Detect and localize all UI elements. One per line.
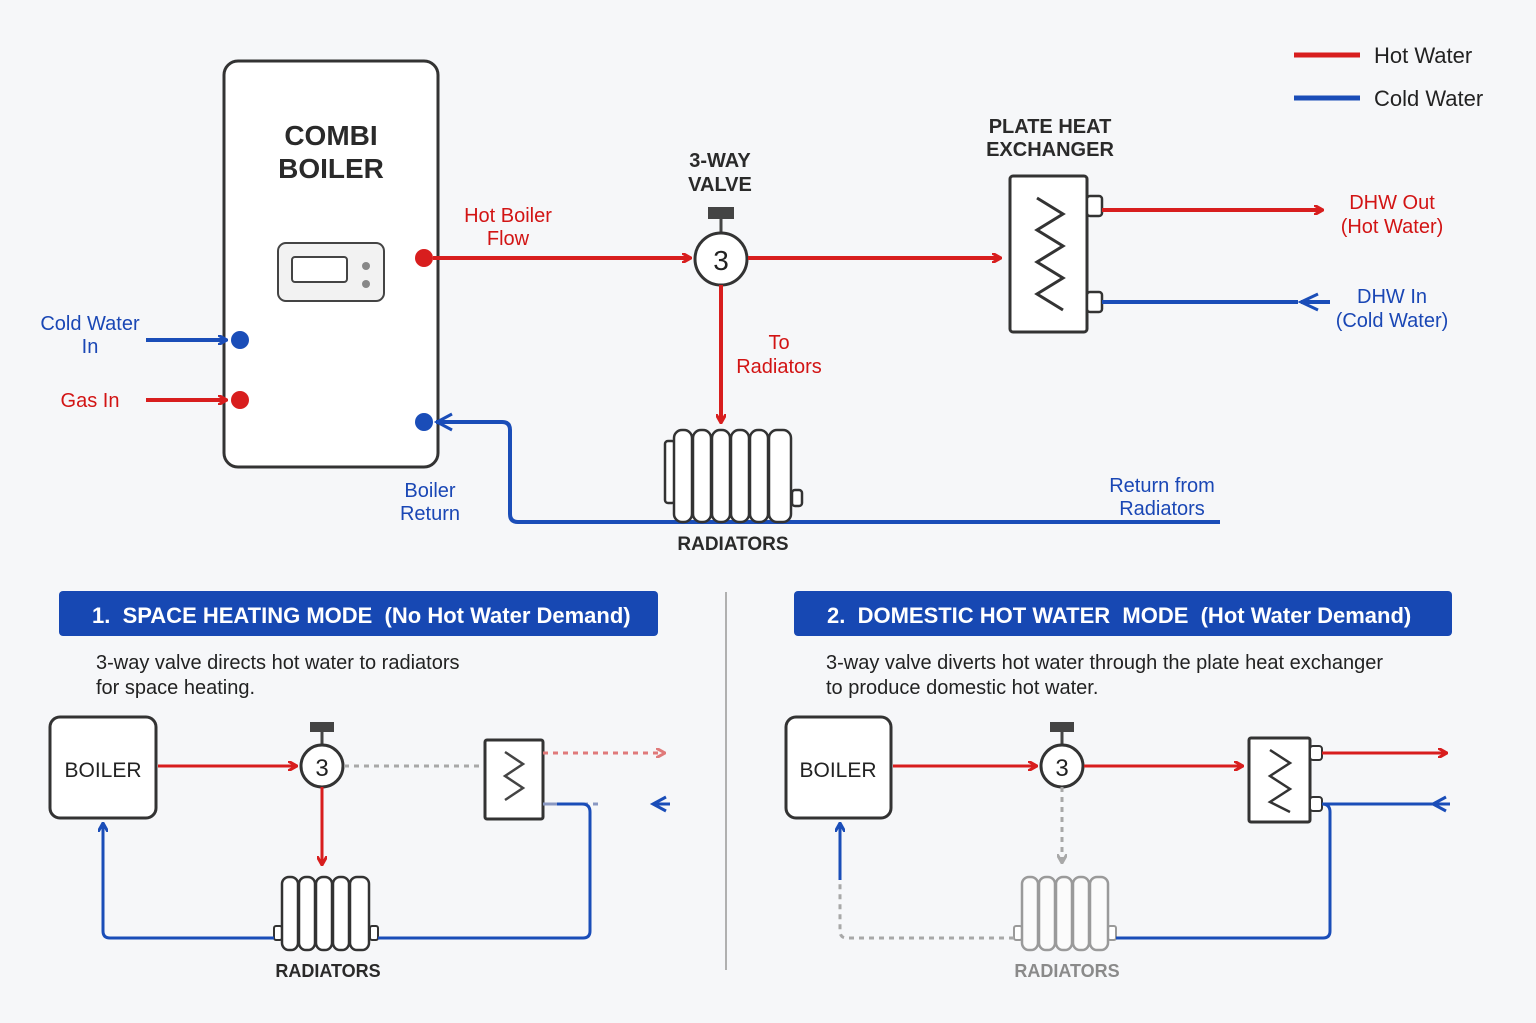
return-from-radiators-label-2: Radiators [1119, 498, 1205, 520]
boiler-return-pipe [436, 420, 1220, 524]
to-radiators-label-2: Radiators [736, 356, 822, 378]
valve-title-2: VALVE [688, 174, 752, 196]
boiler-return-label-1: Boiler [404, 480, 455, 502]
legend: Hot Water Cold Water [1294, 43, 1483, 111]
mode2-return-dashed [838, 880, 1014, 940]
control-knob-icon [362, 262, 370, 270]
mode1-header-bar [59, 591, 658, 636]
gas-in-port [231, 391, 249, 409]
mode1-radiator-icon [273, 875, 379, 952]
cold-water-in-port [231, 331, 249, 349]
mode1-desc-1: 3-way valve directs hot water to radiato… [96, 652, 460, 674]
mode1-panel: 1. SPACE HEATING MODE (No Hot Water Dema… [48, 591, 670, 981]
boiler-return-arrow-icon [433, 412, 453, 432]
mode2-panel: 2. DOMESTIC HOT WATER MODE (Hot Water De… [784, 591, 1452, 981]
mode2-phe-return-pipe [1116, 802, 1332, 940]
phe-title-1: PLATE HEAT [989, 116, 1112, 138]
gas-in-label: Gas In [61, 390, 120, 412]
cold-water-in-label-2: In [82, 336, 99, 358]
three-way-valve: 3-WAY VALVE 3 [688, 150, 752, 287]
phe-title-2: EXCHANGER [986, 139, 1114, 161]
mode2-boiler-label: BOILER [799, 759, 876, 782]
mode2-desc-1: 3-way valve diverts hot water through th… [826, 652, 1383, 674]
cold-water-in-label-1: Cold Water [40, 313, 140, 335]
mode2-dhw-in-arrow-icon [1429, 795, 1447, 813]
mode2-valve-actuator-icon [1050, 722, 1074, 732]
valve-title-1: 3-WAY [689, 150, 751, 172]
control-knob-icon [362, 280, 370, 288]
dhw-out-label-2: (Hot Water) [1341, 216, 1444, 238]
mode2-header-bar [794, 591, 1452, 636]
main-radiator-icon [663, 428, 804, 524]
legend-hot-label: Hot Water [1374, 43, 1472, 68]
combi-boiler: COMBI BOILER [222, 59, 440, 469]
mode2-boiler-box [784, 715, 893, 820]
combi-boiler-title-2: BOILER [278, 153, 384, 184]
mode1-return-pipe [103, 824, 274, 940]
plate-heat-exchanger: PLATE HEAT EXCHANGER [986, 116, 1114, 334]
mode2-radiators-label: RADIATORS [1014, 961, 1119, 981]
dhw-out-label-1: DHW Out [1349, 192, 1435, 214]
mode1-desc-2: for space heating. [96, 677, 255, 699]
mode2-phe-box [1247, 736, 1312, 824]
mode2-radiator-icon [1013, 875, 1117, 952]
mode1-radiator-return-pipe [378, 802, 592, 940]
mode1-boiler-label: BOILER [64, 759, 141, 782]
mode1-phe-coil-icon [502, 750, 526, 802]
mode2-valve-number: 3 [1055, 755, 1068, 782]
valve-actuator-icon [708, 207, 734, 219]
mode1-header: 1. SPACE HEATING MODE (No Hot Water Dema… [92, 603, 631, 628]
hot-boiler-flow-label-2: Flow [487, 228, 530, 250]
valve-number: 3 [713, 245, 729, 276]
boiler-return-label-2: Return [400, 503, 460, 525]
mode1-valve-number: 3 [315, 755, 328, 782]
mode1-radiators-label: RADIATORS [275, 961, 380, 981]
mode1-phe-box [483, 738, 545, 821]
dhw-in-label-1: DHW In [1357, 286, 1427, 308]
mode2-header: 2. DOMESTIC HOT WATER MODE (Hot Water De… [827, 603, 1411, 628]
legend-cold-label: Cold Water [1374, 86, 1483, 111]
hot-flow-port [415, 249, 433, 267]
mode1-boiler-box [48, 715, 158, 820]
main-radiators-label: RADIATORS [677, 534, 788, 555]
mode2-phe-coil-icon [1267, 748, 1293, 814]
combi-boiler-title-1: COMBI [284, 120, 377, 151]
hot-boiler-flow-label-1: Hot Boiler [464, 205, 552, 227]
mode1-valve-actuator-icon [310, 722, 334, 732]
boiler-return-port [415, 413, 433, 431]
dhw-in-label-2: (Cold Water) [1336, 310, 1449, 332]
control-display [291, 256, 348, 283]
to-radiators-label-1: To [768, 332, 789, 354]
return-from-radiators-label-1: Return from [1109, 475, 1215, 497]
phe-coil-icon [1034, 196, 1066, 312]
mode2-desc-2: to produce domestic hot water. [826, 677, 1098, 699]
